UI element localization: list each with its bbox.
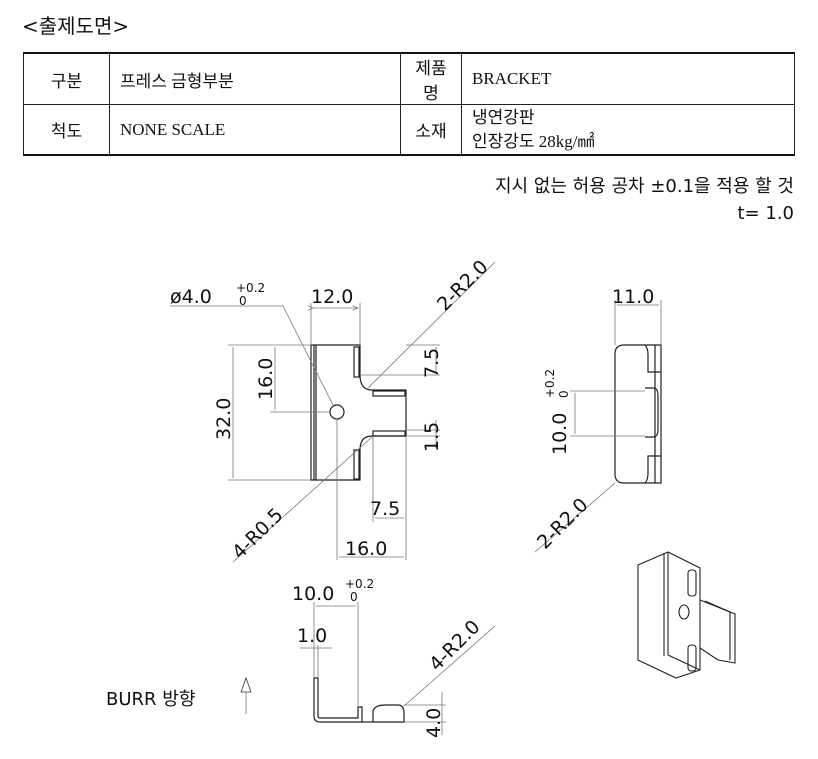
thickness-note: t= 1.0 — [737, 203, 795, 224]
page-title: <출제도면> — [22, 14, 130, 38]
front-radius-top: 2-R2.0 — [433, 256, 493, 316]
spec-table: 구분 프레스 금형부분 제품명 BRACKET 척도 NONE SCALE 소재… — [23, 52, 795, 156]
table-row: 척도 NONE SCALE 소재 냉연강판 인장강도 28kg/㎟ — [23, 104, 795, 156]
front-hole-tol-lower: 0 — [239, 294, 247, 308]
front-height-half: 16.0 — [255, 358, 277, 400]
front-width-top: 12.0 — [311, 286, 353, 308]
side-radius: 2-R2.0 — [533, 494, 593, 554]
bottom-width-tol-lower: 0 — [350, 590, 358, 604]
value-product-name: BRACKET — [461, 52, 795, 105]
isometric-view — [637, 551, 736, 679]
front-radius-corner: 4-R0.5 — [228, 504, 288, 564]
front-tab-len: 7.5 — [370, 498, 400, 520]
material-name: 냉연강판 — [472, 107, 535, 127]
label-material: 소재 — [400, 104, 462, 156]
burr-direction-label: BURR 방향 — [106, 689, 195, 710]
material-strength: 인장강도 28kg/㎟ — [472, 131, 595, 151]
side-slot-dim: 10.0 — [549, 413, 571, 455]
front-hole-tol-upper: +0.2 — [236, 281, 265, 295]
front-height-total: 32.0 — [213, 398, 235, 440]
front-slot-offset: 7.5 — [421, 348, 443, 378]
label-scale: 척도 — [23, 104, 110, 156]
side-view — [614, 344, 662, 484]
front-overall-width: 16.0 — [345, 538, 387, 560]
bottom-height: 4.0 — [423, 708, 445, 738]
label-product-name: 제품명 — [400, 52, 462, 105]
bottom-width-tol-upper: +0.2 — [345, 577, 374, 591]
front-view — [310, 344, 407, 481]
value-category: 프레스 금형부분 — [109, 52, 401, 105]
value-material: 냉연강판 인장강도 28kg/㎟ — [461, 104, 795, 156]
label-category: 구분 — [23, 52, 110, 105]
bottom-thickness: 1.0 — [297, 625, 327, 647]
front-slot-gap: 1.5 — [421, 422, 443, 452]
side-slot-tol-upper: +0.2 — [543, 369, 557, 398]
table-row: 구분 프레스 금형부분 제품명 BRACKET — [23, 52, 795, 105]
value-scale: NONE SCALE — [109, 104, 401, 156]
side-slot-tol-lower: 0 — [557, 390, 571, 398]
bottom-width-dim: 10.0 — [292, 583, 334, 605]
tolerance-note: 지시 없는 허용 공차 ±0.1을 적용 할 것 — [494, 176, 794, 197]
side-width: 11.0 — [612, 286, 654, 308]
bottom-view — [313, 677, 405, 723]
front-hole-dim: ø4.0 — [170, 286, 212, 308]
bottom-radius: 4-R2.0 — [425, 616, 485, 676]
